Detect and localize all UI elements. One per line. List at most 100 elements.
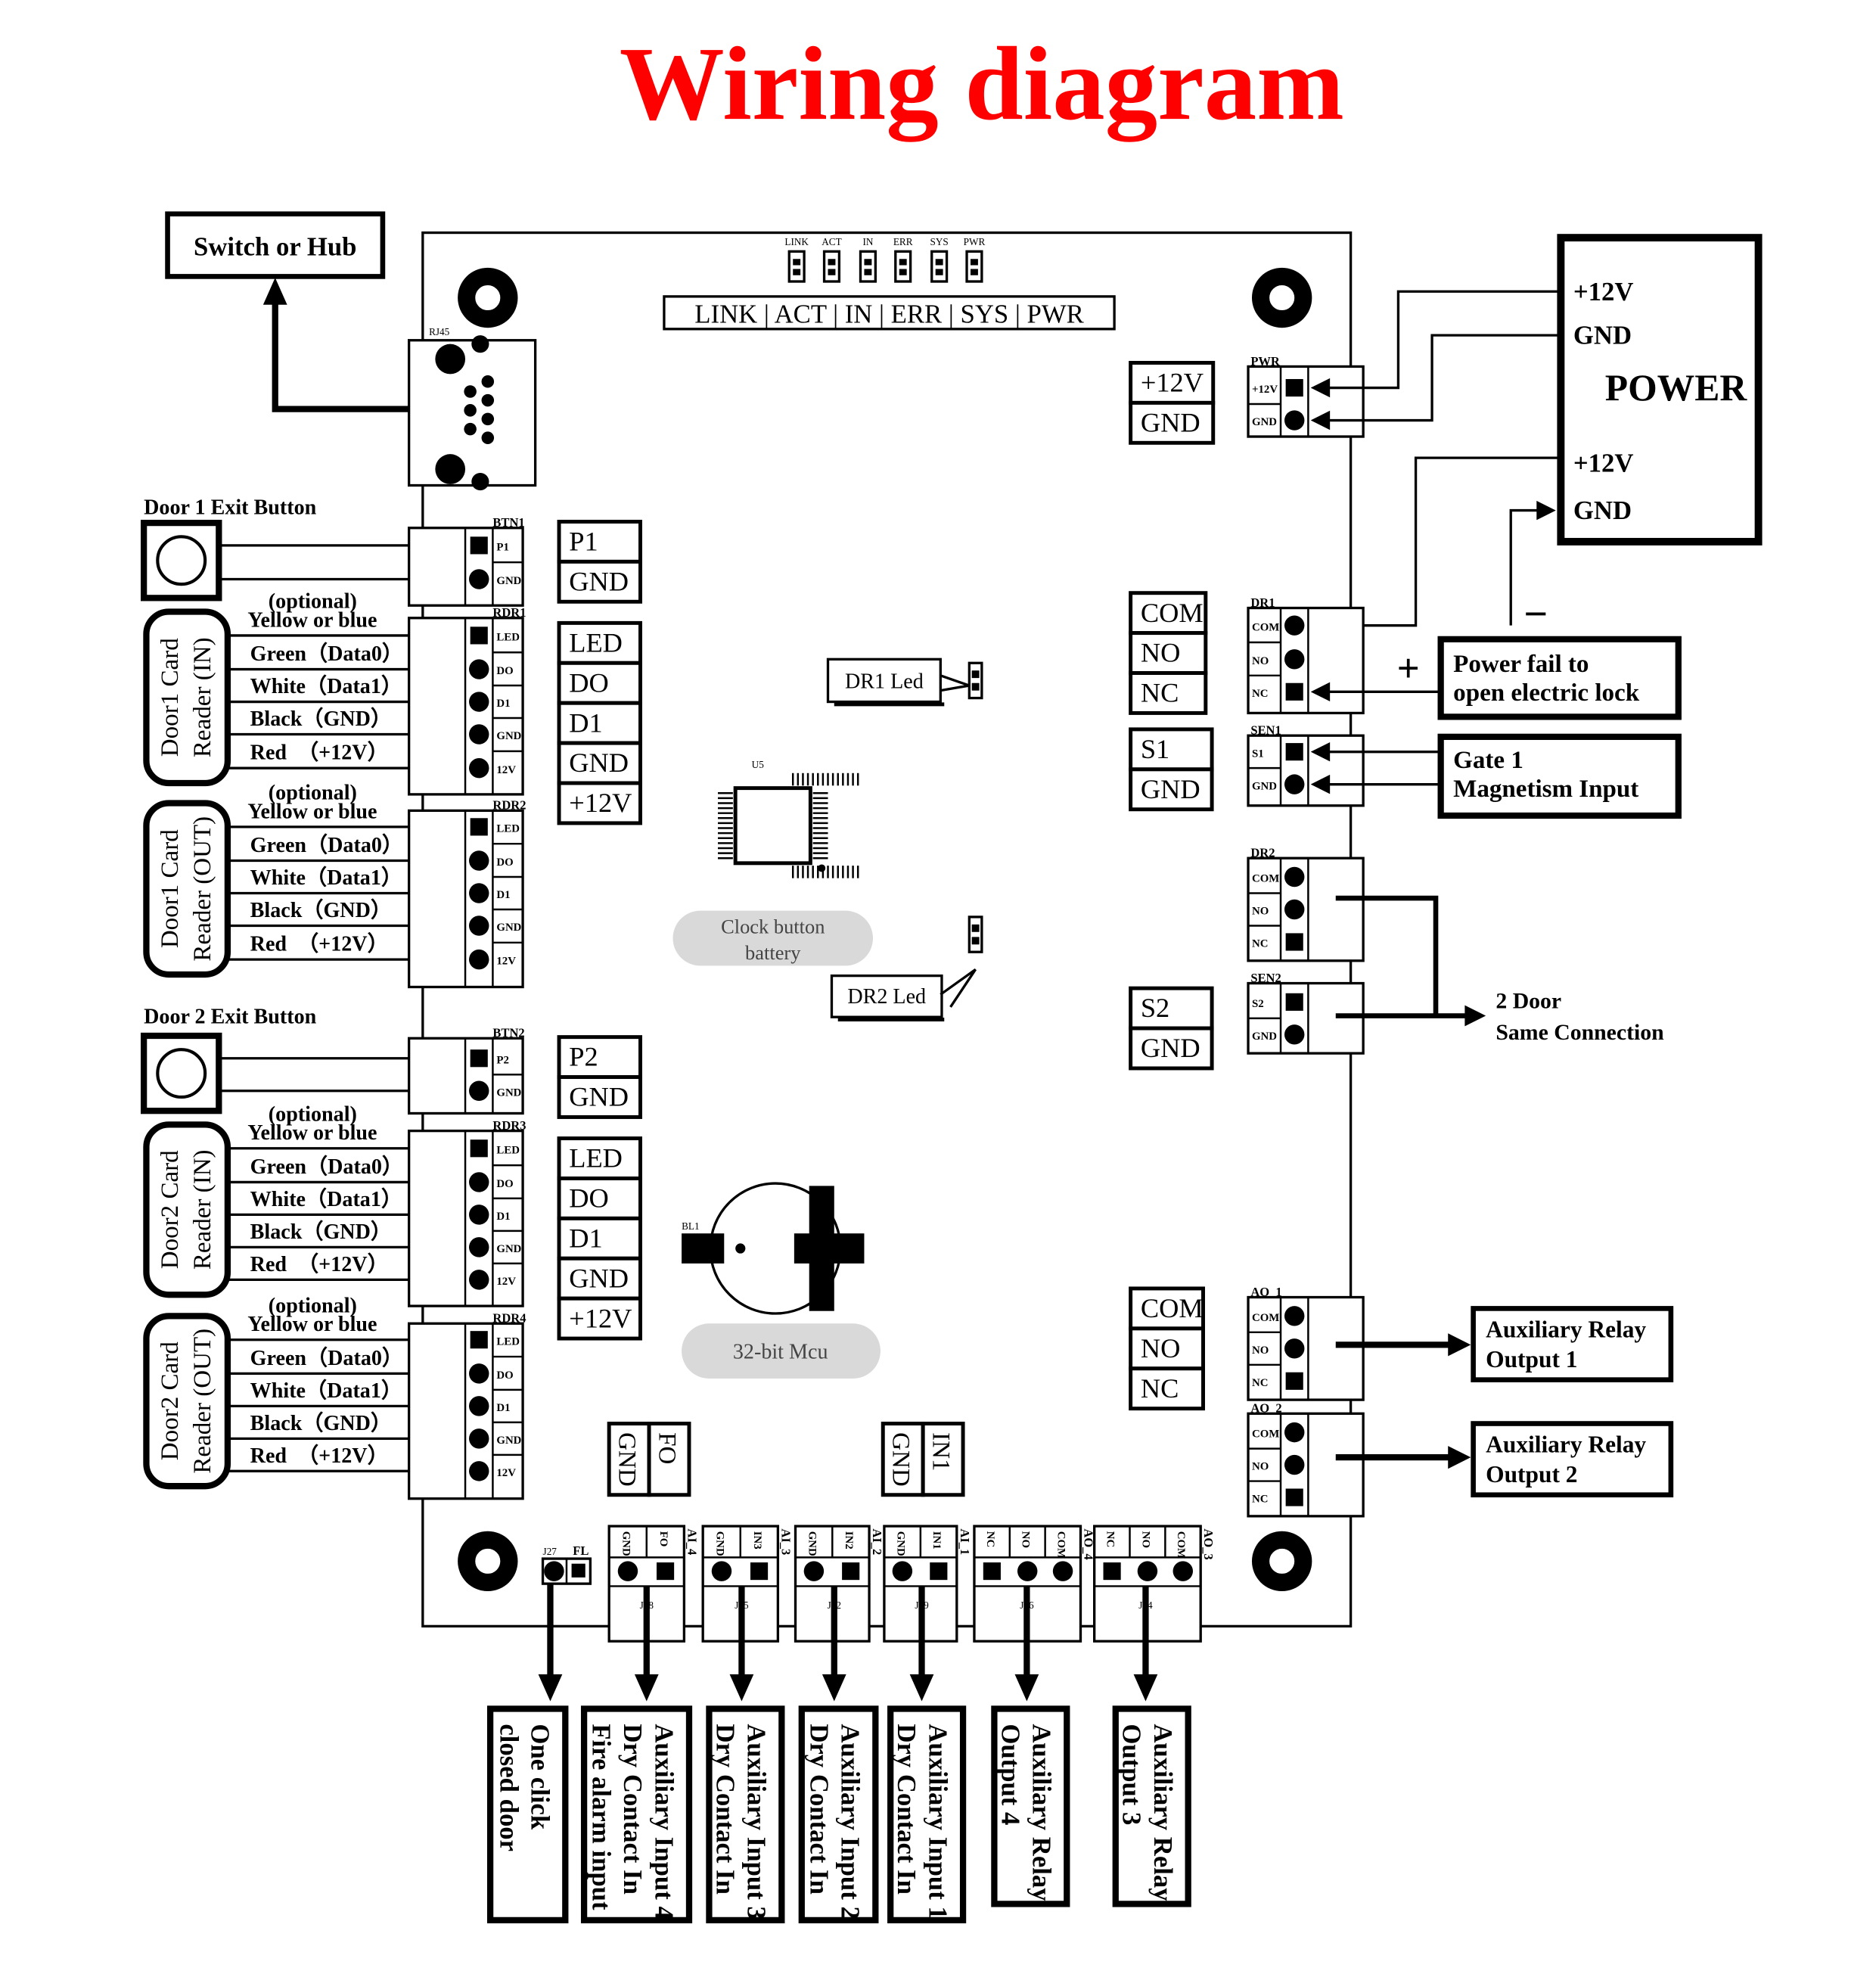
led-indicator-label: IN [862, 236, 873, 247]
power-fail-box [1437, 636, 1682, 720]
reader-side-label: D1 [569, 707, 602, 738]
aux-output-connector-pin-label: COM [1252, 1312, 1279, 1324]
sen1-connector-pin [1284, 774, 1305, 794]
bottom-output-arrow [634, 1674, 659, 1702]
arrow-head [1310, 774, 1331, 794]
bottom-output-arrow [729, 1674, 754, 1702]
reader-side-label: GND [569, 1263, 629, 1293]
aux-output-box [1471, 1421, 1674, 1498]
pwr-side-label: +12V [1141, 368, 1204, 398]
bottom-output-label: Dry Contact In [618, 1724, 648, 1895]
bottom-output-label: Auxiliary Input 1 [923, 1724, 952, 1920]
sen1-side-label: GND [1141, 774, 1200, 804]
fo-side-label: FO [653, 1432, 680, 1464]
reader-wire-label: White（Data1） [250, 865, 402, 890]
reader-side-label: D1 [569, 1223, 602, 1253]
dr1-side-cell [1129, 671, 1208, 715]
dr2-connector-pin-label: COM [1252, 873, 1279, 885]
switch-hub-box [165, 211, 386, 279]
reader-connector-pin [469, 1363, 489, 1384]
reader-wire-label: Yellow or blue [247, 800, 377, 823]
rj45-contact [471, 335, 489, 353]
ethernet-line [272, 297, 409, 412]
fl-name: FL [573, 1543, 589, 1558]
bottom-output-label: Auxiliary Input 3 [742, 1724, 772, 1920]
rj45-contact [435, 454, 466, 484]
bottom-output-box [580, 1705, 693, 1924]
chip-ref: U5 [752, 759, 765, 770]
card-reader-box [143, 608, 231, 787]
reader-connector-pin [469, 1396, 489, 1416]
battery-ref: BL1 [682, 1220, 700, 1232]
rj45-contact [481, 412, 495, 426]
dr1-connector-pin [1285, 682, 1303, 701]
card-reader-title: Door1 Card [157, 638, 184, 757]
bottom-connector-pin-label: NO [1020, 1531, 1032, 1548]
two-door-arrow [1464, 1005, 1486, 1027]
reader-connector-pin [469, 1428, 489, 1449]
led-indicator [894, 250, 912, 283]
bottom-connector-name: AO_4 [1081, 1528, 1095, 1559]
card-reader-title: Reader (IN) [189, 1149, 216, 1270]
led-status-bar-label: LINK | ACT | IN | ERR | SYS | PWR [694, 300, 1084, 329]
aux-output-connector-pin-label: COM [1252, 1428, 1279, 1441]
reader-connector-pin [469, 916, 489, 936]
led-indicator-label: ACT [822, 236, 841, 247]
reader-side-label: +12V [569, 788, 632, 818]
pwr-side-label: GND [1141, 407, 1200, 437]
exit-button-connector-pin [469, 569, 489, 589]
aux-output-connector-pin [1284, 1422, 1305, 1443]
reader-side-label: DO [569, 1183, 609, 1214]
led-dot [864, 269, 872, 275]
aux-output-connector-pin-label: NO [1252, 1344, 1269, 1357]
power-terminal-label: +12V [1573, 448, 1634, 477]
reader-connector-pin [469, 1270, 489, 1290]
reader-optional-label: (optional) [269, 782, 357, 805]
dr2-led-callout [830, 974, 943, 1018]
mounting-hole-center [472, 1546, 503, 1577]
reader-wire-label: Red （+12V） [250, 1443, 389, 1468]
power-fail-label: Power fail to [1453, 651, 1589, 678]
fo-side-label: GND [613, 1432, 640, 1487]
led-indicator [822, 250, 841, 283]
dr2-led-label: DR2 Led [847, 985, 926, 1009]
sen1-side-cell [1129, 767, 1214, 812]
bottom-connector-pin-label: GND [806, 1531, 818, 1556]
bottom-connector-pin-label: NC [984, 1531, 996, 1548]
bottom-connector-pin [803, 1561, 825, 1581]
dr1-led-callout [826, 657, 942, 704]
led-dot [793, 259, 801, 266]
bottom-connector-name: AI_2 [870, 1528, 884, 1555]
bottom-connector-name: AI_3 [778, 1528, 793, 1555]
reader-optional-label: (optional) [269, 590, 357, 614]
reader-side-cell [557, 1136, 642, 1180]
reader-side-label: LED [569, 1143, 623, 1174]
led-dot [971, 682, 980, 691]
reader-side-cell [557, 1296, 642, 1341]
reader-wire-label: Black（GND） [250, 1219, 392, 1244]
mcu-chip [733, 786, 812, 866]
dr1-connector-ref: DR1 [1250, 595, 1275, 610]
fl-ref: J27 [543, 1546, 558, 1557]
exit-side-cell [557, 1075, 642, 1119]
led-dot [971, 670, 980, 679]
reader-wire-label: White（Data1） [250, 1186, 402, 1211]
reader-connector-pin [469, 659, 489, 679]
bottom-connector-pin-label: NO [1139, 1531, 1151, 1548]
arrow-head [1310, 410, 1331, 431]
rj45-contact [464, 422, 477, 436]
fl-pin [544, 1561, 564, 1581]
exit-side-cell [557, 1035, 642, 1080]
reader-connector-pin-label: D1 [496, 698, 510, 710]
bottom-output-box [486, 1705, 569, 1924]
aux-output-label: Auxiliary Relay [1486, 1316, 1646, 1342]
clock-battery-label: battery [745, 941, 801, 964]
dr1-connector-pin [1284, 649, 1305, 670]
reader-connector-pin [469, 1205, 489, 1225]
bottom-connector-pin-label: FO [657, 1531, 669, 1547]
two-door-label: 2 Door [1496, 989, 1561, 1014]
aux-output-arrow [1448, 1333, 1471, 1357]
card-reader-title: Door1 Card [157, 829, 184, 948]
exit-side-cell [557, 559, 642, 604]
led-dot [971, 924, 980, 932]
